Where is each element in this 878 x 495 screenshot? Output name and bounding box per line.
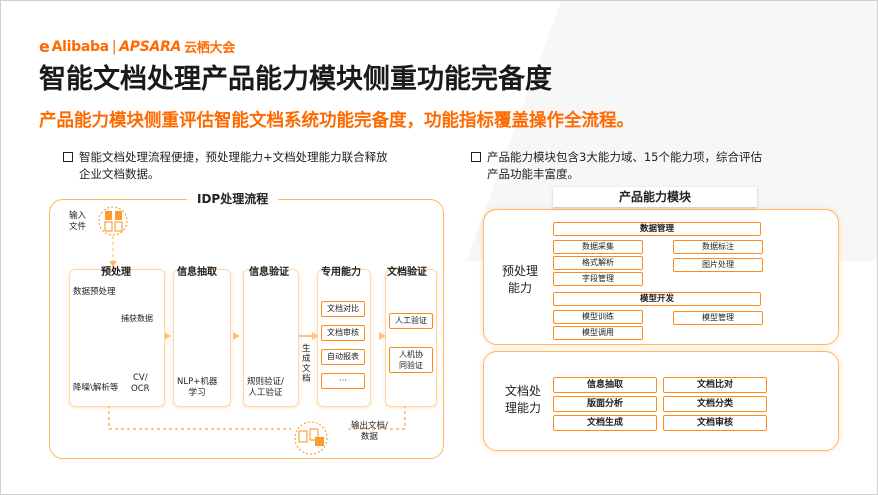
docproc-chip: 版面分析 — [553, 396, 657, 412]
docverify-column — [385, 269, 437, 407]
docverify-tag: 人工验证 — [389, 313, 433, 329]
special-tag: ··· — [321, 373, 365, 389]
page-subtitle: 产品能力模块侧重评估智能文档系统功能完备度，功能指标覆盖操作全流程。 — [39, 111, 634, 131]
cv-label: CV/ OCR — [131, 373, 150, 394]
bullet-left: 智能文档处理流程便捷，预处理能力+文档处理能力联合释放 企业文档数据。 — [63, 149, 453, 183]
docverify-head: 文档验证 — [387, 267, 427, 278]
output-doc-icon — [309, 428, 319, 441]
extract-column — [173, 269, 231, 407]
bullet-right-line2: 产品功能丰富度。 — [487, 167, 579, 181]
preprocess-label: 预处理 能力 — [501, 264, 538, 295]
special-head: 专用能力 — [321, 267, 361, 278]
docproc-chip: 文档审核 — [663, 415, 767, 431]
docproc-chip: 文档生成 — [553, 415, 657, 431]
docproc-panel — [483, 351, 839, 451]
extract-head: 信息抽取 — [177, 267, 217, 278]
docproc-chip: 文档分类 — [663, 396, 767, 412]
bullet-left-line2: 企业文档数据。 — [79, 167, 160, 181]
brand-apsara: APSARA — [119, 38, 182, 55]
modules-title: 产品能力模块 — [553, 187, 757, 207]
preprocess-column — [69, 269, 165, 407]
file-icon — [114, 221, 123, 232]
flow-chevron-icon — [379, 332, 386, 340]
bullet-right-line1: 产品能力模块包含3大能力域、15个能力项，综合评估 — [487, 150, 762, 164]
output-doc-icon — [298, 430, 308, 443]
bullet-left-line1: 智能文档处理流程便捷，预处理能力+文档处理能力联合释放 — [79, 150, 388, 164]
brand-logo: e Alibaba | APSARA 云栖大会 — [39, 37, 235, 56]
data-item-chip: 图片处理 — [673, 258, 763, 272]
file-icon — [104, 221, 113, 232]
data-item-chip: 数据采集 — [553, 240, 643, 254]
data-mgmt-chip: 数据管理 — [553, 222, 761, 236]
model-dev-chip: 模型开发 — [553, 292, 761, 306]
preprocess-sub: 数据预处理 — [73, 287, 116, 297]
return-loop — [108, 405, 291, 430]
special-tag: 文档审核 — [321, 325, 365, 341]
input-file-circle — [98, 206, 128, 236]
model-item-chip: 模型训练 — [553, 310, 643, 324]
verify-column — [243, 269, 299, 407]
output-label: 输出文档/ 数据 — [351, 421, 388, 442]
flow-chevron-icon — [233, 332, 240, 340]
data-item-chip: 数据标注 — [673, 240, 763, 254]
bullet-right: 产品能力模块包含3大能力域、15个能力项，综合评估 产品功能丰富度。 — [471, 149, 831, 183]
page-title: 智能文档处理产品能力模块侧重功能完备度 — [39, 64, 552, 95]
denoise-label: 降噪\解析等 — [73, 383, 119, 393]
docverify-tag: 人机协 同验证 — [389, 347, 433, 373]
model-item-chip: 模型管理 — [673, 311, 763, 325]
capture-label: 捕获数据 — [121, 314, 153, 323]
flow-chevron-icon — [164, 332, 171, 340]
docproc-label: 文档处 理能力 — [504, 384, 541, 415]
bullet-square-icon — [63, 151, 73, 162]
gen-arrowhead — [312, 332, 319, 340]
file-icon — [105, 211, 112, 220]
extract-note: NLP+机器 学习 — [177, 377, 218, 398]
brand-cn: 云栖大会 — [184, 41, 235, 56]
input-arrowhead — [109, 261, 117, 267]
docproc-chip: 信息抽取 — [553, 377, 657, 393]
docproc-chip: 文档比对 — [663, 377, 767, 393]
alibaba-mark-icon: e — [39, 37, 50, 56]
special-tag: 自动报表 — [321, 349, 365, 365]
data-item-chip: 格式解析 — [553, 256, 643, 270]
data-item-chip: 字段管理 — [553, 272, 643, 286]
bullet-square-icon — [471, 151, 481, 162]
verify-head: 信息验证 — [249, 267, 289, 278]
preprocess-head: 预处理 — [101, 267, 131, 278]
special-tag: 文档对比 — [321, 301, 365, 317]
gen-doc-label: 生 成 文 档 — [302, 344, 311, 384]
brand-separator: | — [111, 38, 117, 55]
output-doc-icon — [315, 437, 324, 446]
output-loop — [345, 405, 406, 430]
verify-note: 规则验证/ 人工验证 — [247, 377, 284, 398]
input-file-label: 输入 文件 — [69, 211, 87, 232]
file-icon — [115, 211, 122, 220]
model-item-chip: 模型调用 — [553, 326, 643, 340]
brand-alibaba: Alibaba — [51, 38, 110, 55]
idp-flow-title: IDP处理流程 — [187, 190, 279, 207]
